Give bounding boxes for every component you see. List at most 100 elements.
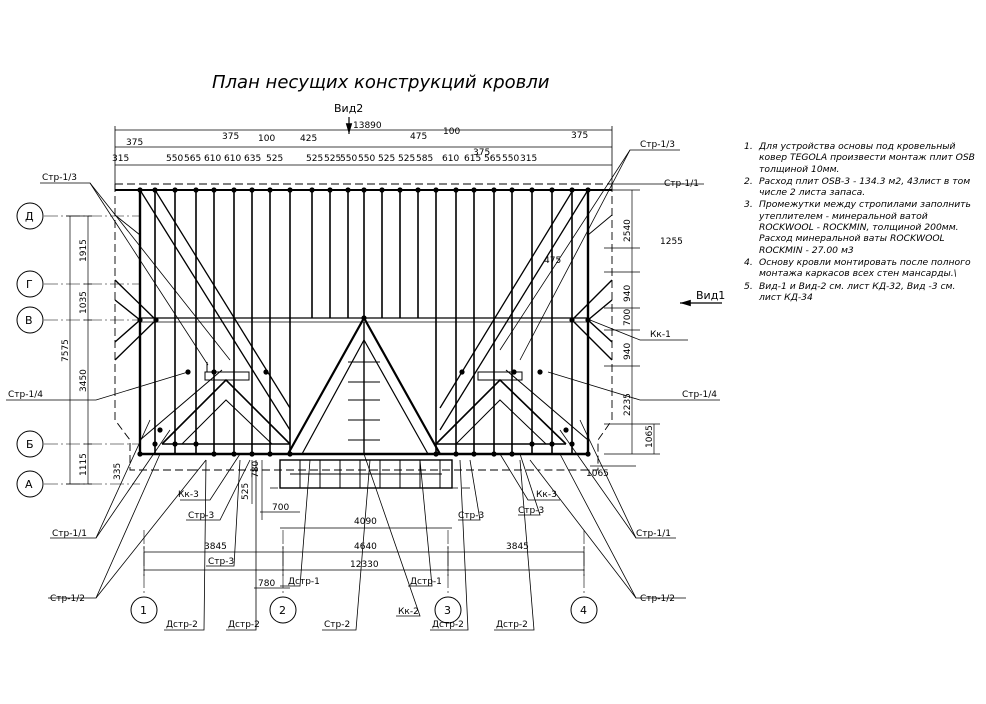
right-dormer (435, 371, 567, 445)
node-dot (585, 187, 591, 193)
bottom-dim-700: 700 (272, 503, 289, 513)
top-dim-row2-value: 525 (378, 154, 395, 164)
node-dot (152, 187, 158, 193)
note-text: Для устройства основы под кровельный ков… (759, 141, 975, 175)
axis-label-col-3: 3 (444, 604, 451, 617)
note-item: 3. Промежутки между стропилами заполнить … (744, 199, 978, 255)
dim-100-a: 100 (258, 134, 275, 144)
node-dot (585, 451, 591, 457)
top-dim-row2-value: 550 (358, 154, 375, 164)
right-dim-475: 475 (544, 256, 561, 266)
node-dot (361, 315, 367, 321)
note-number: 4. (744, 256, 753, 268)
note-text: Промежутки между стропилами заполнить ут… (759, 199, 971, 256)
top-dim-row2-value: 525 (266, 154, 283, 164)
dim-100-b: 100 (443, 127, 460, 137)
note-item: 4.Основу кровли монтировать после полног… (744, 257, 978, 280)
node-dot (549, 187, 555, 193)
axis-bubble-col-4 (570, 596, 598, 624)
left-dim-3450: 3450 (79, 369, 89, 392)
right-dim-1255: 1255 (660, 237, 683, 247)
node-dot (433, 187, 439, 193)
top-dim-row2-value: 585 (416, 154, 433, 164)
dim-375-b: 375 (222, 132, 239, 142)
right-dim-1065-v: 1065 (645, 425, 655, 448)
node-dot (172, 187, 178, 193)
node-dot (509, 451, 515, 457)
view2-label: Вид2 (334, 102, 363, 115)
node-dot (529, 187, 535, 193)
axis-bubble-col-1 (130, 596, 158, 624)
axis-bubble-row-g (16, 270, 44, 298)
dim-375-c: 375 (473, 148, 490, 158)
node-dot (379, 187, 385, 193)
node-dot (511, 369, 517, 375)
label-str13-right: Стр-1/3 (640, 140, 675, 150)
node-dot (585, 317, 591, 323)
label-dstr2-c: Дстр-2 (432, 620, 464, 630)
top-dim-row2-value: 550 (340, 154, 357, 164)
node-dot (509, 187, 515, 193)
node-dot (287, 451, 293, 457)
left-dim-1915: 1915 (79, 239, 89, 262)
bottom-dim-4090: 4090 (354, 517, 377, 527)
node-dot (491, 187, 497, 193)
node-dot (211, 369, 217, 375)
left-dim-7575: 7575 (61, 339, 71, 362)
label-str14-left: Стр-1/4 (8, 390, 43, 400)
node-dot (453, 451, 459, 457)
connection-nodes (137, 187, 591, 457)
overall-dim-text: 13890 (353, 121, 382, 131)
note-number: 3. (744, 199, 753, 211)
label-kk3-right: Кк-3 (536, 490, 557, 500)
bottom-dim-525: 525 (241, 483, 251, 500)
node-dot (267, 451, 273, 457)
node-dot (249, 187, 255, 193)
axis-bubble-row-v (16, 306, 44, 334)
node-dot (263, 369, 269, 375)
top-dim-row2-value: 315 (112, 154, 129, 164)
node-dot (491, 451, 497, 457)
right-dim-940-b: 940 (623, 343, 633, 360)
right-dimension-chain (590, 189, 660, 467)
leader-lines (6, 149, 720, 631)
axis-label-row-d: Д (25, 210, 34, 223)
top-dim-row2-value: 610 (442, 154, 459, 164)
axis-bubble-col-3 (434, 596, 462, 624)
label-str12-left: Стр-1/2 (50, 594, 85, 604)
node-dot (152, 441, 158, 447)
node-dot (231, 451, 237, 457)
node-dot (569, 187, 575, 193)
label-str3-c: Стр-3 (518, 506, 544, 516)
bottom-dim-4640: 4640 (354, 542, 377, 552)
label-dstr2-d: Дстр-2 (496, 620, 528, 630)
label-str13-left: Стр-1/3 (42, 173, 77, 183)
note-text: Вид-1 и Вид-2 см. лист КД-32, Вид -3 см.… (759, 280, 956, 303)
axis-bubble-row-a (16, 470, 44, 498)
top-dim-row2-value: 315 (520, 154, 537, 164)
top-dim-row2-value: 550 (502, 154, 519, 164)
label-str3-d: Стр-3 (208, 557, 234, 567)
left-dormer (161, 362, 291, 445)
axis-bubble-row-b (16, 430, 44, 458)
node-dot (345, 187, 351, 193)
top-dim-row2-value: 525 (306, 154, 323, 164)
node-dot (459, 369, 465, 375)
bottom-dim-780-low: 780 (258, 579, 275, 589)
node-dot (361, 187, 367, 193)
note-item: 5. Вид-1 и Вид-2 см. лист КД-32, Вид -3 с… (744, 281, 978, 304)
axis-label-col-4: 4 (580, 604, 587, 617)
left-dim-335: 335 (113, 463, 123, 480)
node-dot (157, 427, 163, 433)
axis-label-col-2: 2 (279, 604, 286, 617)
porch-posts (299, 460, 441, 488)
note-number: 5. (744, 280, 753, 292)
axis-bubble-col-2 (269, 596, 297, 624)
bottom-dim-12330: 12330 (350, 560, 379, 570)
top-dim-row2-value: 565 (184, 154, 201, 164)
right-dim-940-a: 940 (623, 285, 633, 302)
node-dot (193, 187, 199, 193)
node-dot (471, 451, 477, 457)
node-dot (137, 451, 143, 457)
